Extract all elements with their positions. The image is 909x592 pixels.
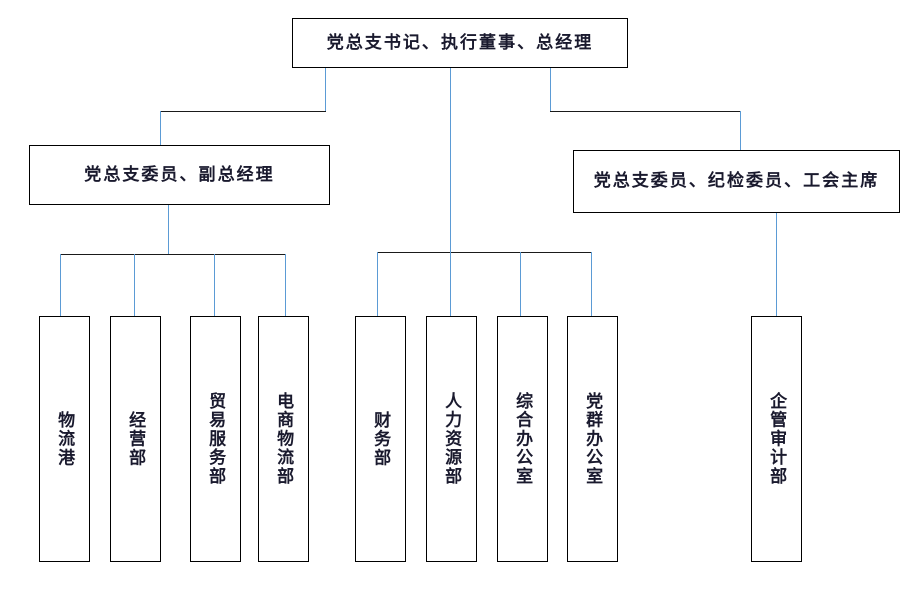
node-dept-party-mass-office[interactable]: 党群办公室 (567, 316, 618, 562)
connector-left-dept-drop-2 (134, 254, 135, 316)
node-discipline-union-chair[interactable]: 党总支委员、纪检委员、工会主席 (573, 150, 900, 213)
node-deputy-general-manager[interactable]: 党总支委员、副总经理 (29, 145, 330, 205)
connector-top-to-left-drop (325, 68, 326, 112)
node-dept-human-resources[interactable]: 人力资源部 (426, 316, 477, 562)
node-deputy-general-manager-label: 党总支委员、副总经理 (84, 164, 275, 184)
connector-right-branch-drop (740, 111, 741, 151)
connector-right-mid-to-dept (776, 213, 777, 317)
connector-top-to-left-horizontal (160, 111, 326, 112)
node-dept-party-mass-office-label: 党群办公室 (583, 392, 603, 486)
connector-center-dept-drop-4 (591, 252, 592, 316)
connector-left-branch-drop (160, 111, 161, 146)
connector-left-dept-drop-3 (214, 254, 215, 316)
connector-center-dept-drop-3 (520, 252, 521, 316)
node-dept-operations-label: 经营部 (126, 410, 146, 468)
connector-left-dept-drop-4 (285, 254, 286, 316)
node-top-leader[interactable]: 党总支书记、执行董事、总经理 (292, 18, 628, 68)
connector-top-to-center-drop (450, 68, 451, 253)
node-dept-enterprise-audit-label: 企管审计部 (767, 392, 787, 486)
node-dept-general-office[interactable]: 综合办公室 (497, 316, 548, 562)
connector-center-dept-drop-2 (450, 252, 451, 316)
node-dept-human-resources-label: 人力资源部 (442, 392, 462, 486)
connector-left-dept-drop-1 (60, 254, 61, 316)
connector-left-mid-to-bus (168, 205, 169, 255)
node-dept-trade-services-label: 贸易服务部 (206, 392, 226, 486)
connector-top-to-right-drop (550, 68, 551, 112)
node-dept-ecommerce-logistics[interactable]: 电商物流部 (258, 316, 309, 562)
connector-left-dept-bus (60, 254, 286, 255)
node-top-leader-label: 党总支书记、执行董事、总经理 (326, 32, 594, 52)
node-dept-logistics-port[interactable]: 物流港 (39, 316, 90, 562)
node-dept-finance-label: 财务部 (371, 410, 391, 468)
node-dept-ecommerce-logistics-label: 电商物流部 (274, 392, 294, 486)
node-dept-enterprise-audit[interactable]: 企管审计部 (751, 316, 802, 562)
node-dept-logistics-port-label: 物流港 (55, 410, 75, 468)
connector-center-dept-bus (377, 252, 592, 253)
node-dept-general-office-label: 综合办公室 (513, 392, 533, 486)
node-dept-trade-services[interactable]: 贸易服务部 (190, 316, 241, 562)
node-dept-finance[interactable]: 财务部 (355, 316, 406, 562)
connector-center-dept-drop-1 (377, 252, 378, 316)
connector-top-to-right-horizontal (550, 111, 741, 112)
node-dept-operations[interactable]: 经营部 (110, 316, 161, 562)
node-discipline-union-chair-label: 党总支委员、纪检委员、工会主席 (593, 171, 880, 191)
